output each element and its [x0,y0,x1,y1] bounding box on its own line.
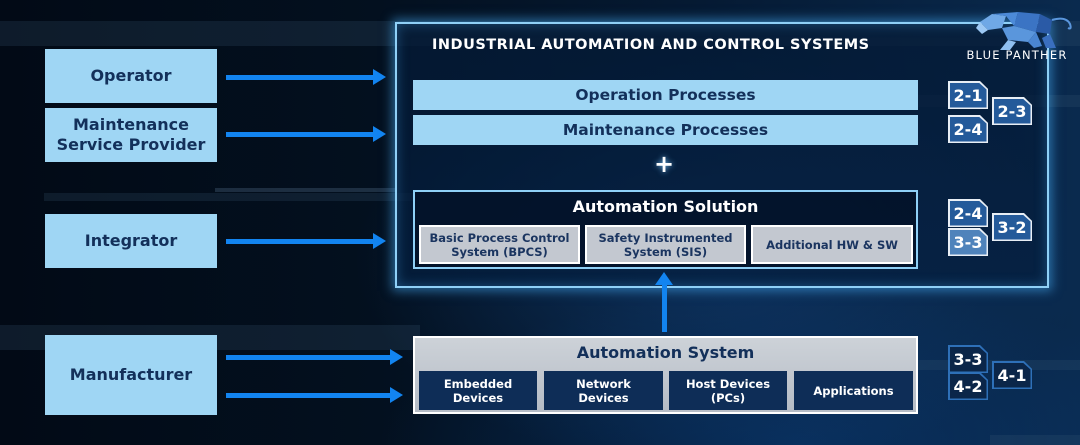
logo-text: BLUE PANTHER [966,48,1068,62]
doc-badge-4-1: 4-1 [992,361,1032,389]
arrow-manufacturer-to-system [226,387,403,403]
badge-label: 3-2 [993,214,1031,240]
badge-label: 3-3 [949,346,987,372]
solution-item-bpcs: Basic Process Control System (BPCS) [419,225,580,264]
solution-item-label: Additional HW & SW [766,237,898,252]
badge-label: 4-2 [949,373,987,399]
doc-badge-2-4: 2-4 [948,199,988,227]
actor-label: Operator [90,66,172,85]
badge-label: 4-1 [993,362,1031,388]
doc-badge-2-4: 2-4 [948,115,988,143]
solution-item-sis: Safety Instrumented System (SIS) [585,225,746,264]
arrow-integrator-to-iacs [226,233,386,249]
panther-icon [976,12,1072,50]
badge-label: 2-3 [993,98,1031,124]
solution-item-label: Safety Instrumented System (SIS) [598,230,733,259]
solution-item-additional-hw-sw: Additional HW & SW [751,225,913,264]
iacs-title: INDUSTRIAL AUTOMATION AND CONTROL SYSTEM… [432,37,870,53]
doc-badge-3-3: 3-3 [948,345,988,373]
actor-maintenance-service-provider: Maintenance Service Provider [45,108,217,162]
background-stripe [44,193,414,201]
doc-badge-3-3: 3-3 [948,228,988,256]
doc-badge-2-3: 2-3 [992,97,1032,125]
actor-operator: Operator [45,49,217,103]
system-item-label: Network Devices [576,376,631,405]
actor-label: Manufacturer [69,365,193,384]
process-label: Maintenance Processes [562,121,769,139]
system-item-label: Host Devices (PCs) [685,376,771,405]
system-item-label: Embedded Devices [443,376,513,405]
background-stripe [215,188,395,192]
plus-icon: + [654,150,675,178]
badge-label: 3-3 [949,229,987,255]
automation-solution-title: Automation Solution [572,197,759,216]
actor-integrator: Integrator [45,214,217,268]
arrow-manufacturer-to-system [226,349,403,365]
doc-badge-3-2: 3-2 [992,213,1032,241]
arrow-operator-to-iacs [226,69,386,85]
system-item-network-devices: Network Devices [544,371,663,410]
solution-item-label: Basic Process Control System (BPCS) [429,230,570,259]
doc-badge-2-1: 2-1 [948,81,988,109]
doc-badge-4-2: 4-2 [948,372,988,400]
system-item-embedded-devices: Embedded Devices [419,371,537,410]
system-item-applications: Applications [794,371,913,410]
arrow-system-to-solution [655,272,673,332]
system-item-label: Applications [813,383,894,398]
actor-label: Integrator [84,231,178,250]
actor-manufacturer: Manufacturer [45,335,217,415]
arrow-maintenance-to-iacs [226,126,386,142]
badge-label: 2-1 [949,82,987,108]
system-item-host-devices: Host Devices (PCs) [669,371,787,410]
process-label: Operation Processes [575,86,756,104]
background-stripe [990,435,1080,445]
operation-processes: Operation Processes [413,80,918,110]
automation-system-title: Automation System [576,343,755,362]
actor-label: Maintenance Service Provider [56,115,206,154]
badge-label: 2-4 [949,200,987,226]
maintenance-processes: Maintenance Processes [413,115,918,145]
badge-label: 2-4 [949,116,987,142]
